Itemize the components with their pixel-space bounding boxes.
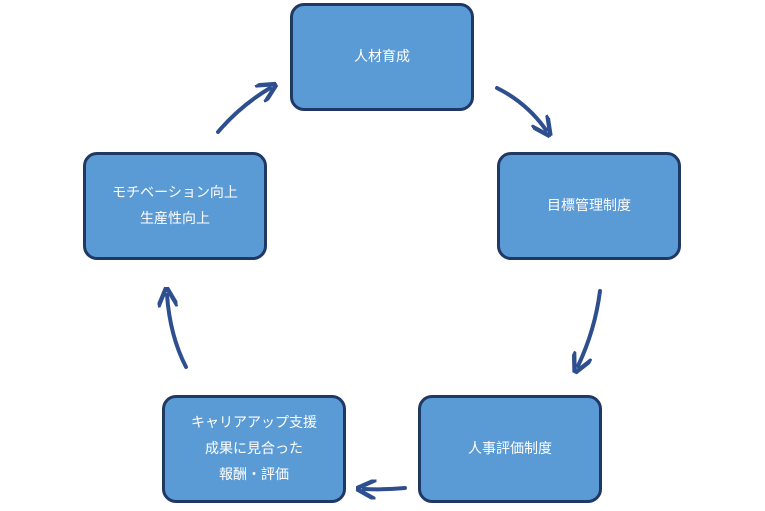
arrow-n2-to-n3	[578, 289, 602, 366]
node-personnel-evaluation-system: 人事評価制度	[418, 395, 602, 503]
arrow-n5-to-n1	[216, 88, 270, 134]
arrow-n4-to-n5	[167, 295, 188, 369]
node-label: 人材育成	[354, 49, 410, 65]
node-label: 目標管理制度	[547, 198, 631, 214]
node-human-resource-development: 人材育成	[290, 3, 474, 111]
node-objective-management-system: 目標管理制度	[497, 152, 681, 260]
node-label-line-1: モチベーション向上	[112, 185, 238, 201]
node-label: 人事評価制度	[468, 441, 552, 457]
node-label-line-2: 成果に見合った	[205, 441, 303, 457]
node-label-line-3: 報酬・評価	[219, 467, 289, 483]
arrow-n1-to-n2	[495, 86, 546, 130]
node-label-line-1: キャリアアップ支援	[191, 415, 317, 431]
node-career-support-and-rewards: キャリアアップ支援 成果に見合った 報酬・評価	[162, 395, 346, 503]
node-motivation-and-productivity: モチベーション向上 生産性向上	[83, 152, 267, 260]
arrow-n3-to-n4	[364, 488, 407, 489]
node-label-line-2: 生産性向上	[140, 211, 210, 227]
